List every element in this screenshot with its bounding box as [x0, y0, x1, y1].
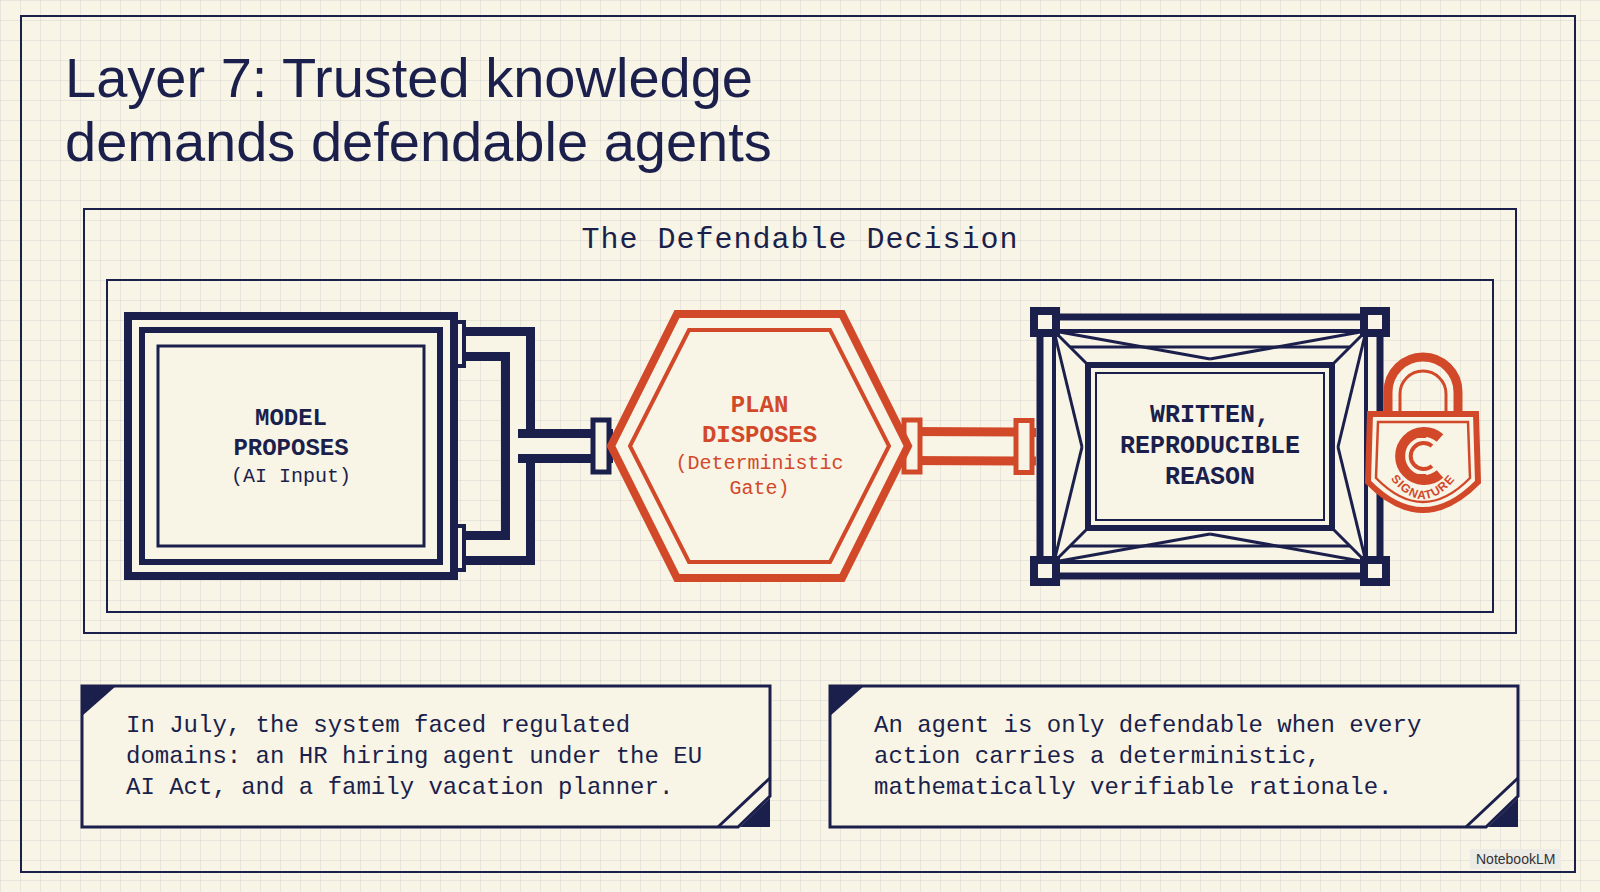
shape-outline	[1466, 778, 1518, 827]
shape-outline	[158, 346, 424, 546]
text-column: The Defendable Decision	[83, 222, 1517, 260]
shape-outline	[1054, 331, 1366, 562]
shape-outline	[1030, 307, 1060, 337]
node-label: An agent is only defendable when every a…	[874, 710, 1492, 804]
shape-outline	[630, 330, 889, 562]
shape-outline	[1054, 331, 1366, 562]
shape-outline	[1360, 556, 1390, 586]
shape-outline	[1210, 331, 1366, 359]
node-label: MODEL PROPOSES	[201, 404, 381, 464]
shape-outline	[1030, 307, 1390, 586]
shape-outline	[1096, 373, 1324, 520]
connector-stroke	[454, 344, 518, 548]
node-label: The Defendable Decision	[500, 222, 1100, 260]
text-column: An agent is only defendable when every a…	[874, 686, 1492, 827]
text-column: In July, the system faced regulated doma…	[126, 686, 744, 827]
shape-outline	[1030, 556, 1060, 586]
callout-box: In July, the system faced regulated doma…	[82, 686, 770, 827]
shape-outline	[128, 316, 454, 576]
svg-text:SIGNATURE: SIGNATURE	[1388, 472, 1458, 503]
shape-outline	[1088, 365, 1332, 528]
shape-outline	[1070, 545, 1350, 548]
shape-outline	[830, 686, 864, 716]
signature-text: SIGNATURE	[1388, 472, 1458, 503]
shape-outline	[611, 314, 908, 578]
shape-outline	[1368, 564, 1382, 578]
shape-outline	[1368, 315, 1382, 329]
node-label: In July, the system faced regulated doma…	[126, 710, 744, 804]
shape-outline	[1210, 346, 1350, 349]
shape-outline	[1038, 315, 1382, 578]
shape-outline	[1210, 534, 1366, 562]
shape-outline	[82, 686, 770, 827]
signature-lock-icon: SIGNATURE	[1362, 352, 1484, 538]
shape-outline	[830, 686, 1518, 827]
shape-outline	[718, 778, 770, 827]
output-frame: WRITTEN, REPRODUCIBLE REASON	[1030, 307, 1390, 586]
shape-outline	[1360, 307, 1390, 337]
shape-outline	[142, 330, 440, 562]
shape-outline	[82, 686, 116, 716]
shape-outline	[1070, 346, 1210, 349]
text-column: WRITTEN, REPRODUCIBLE REASON	[1030, 307, 1390, 586]
shape-outline	[1054, 331, 1210, 359]
connector-pipe	[904, 420, 1036, 473]
shape-outline	[1040, 317, 1380, 576]
group-panel: The Defendable DecisionMODEL PROPOSES(AI…	[83, 208, 1517, 634]
text-column: MODEL PROPOSES(AI Input)	[124, 312, 458, 580]
node-label: WRITTEN, REPRODUCIBLE REASON	[1103, 400, 1318, 494]
node-label: PLAN DISPOSES	[677, 391, 842, 451]
shape-outline	[1038, 564, 1052, 578]
connector-pipe	[452, 322, 613, 570]
text-column: PLAN DISPOSES(Deterministic Gate)	[607, 310, 912, 582]
slide-title: Layer 7: Trusted knowledge demands defen…	[65, 46, 925, 174]
node-sublabel: (AI Input)	[231, 464, 351, 489]
decision-hexagon: PLAN DISPOSES(Deterministic Gate)	[607, 310, 912, 582]
shape-outline	[1054, 534, 1210, 562]
process-box: MODEL PROPOSES(AI Input)	[124, 312, 458, 580]
watermark: NotebookLM	[1470, 849, 1561, 869]
node-sublabel: (Deterministic Gate)	[667, 451, 852, 501]
callout-box: An agent is only defendable when every a…	[830, 686, 1518, 827]
pipe-flange	[1016, 421, 1032, 473]
shape-outline	[1038, 315, 1052, 329]
connector-stroke	[454, 344, 518, 548]
